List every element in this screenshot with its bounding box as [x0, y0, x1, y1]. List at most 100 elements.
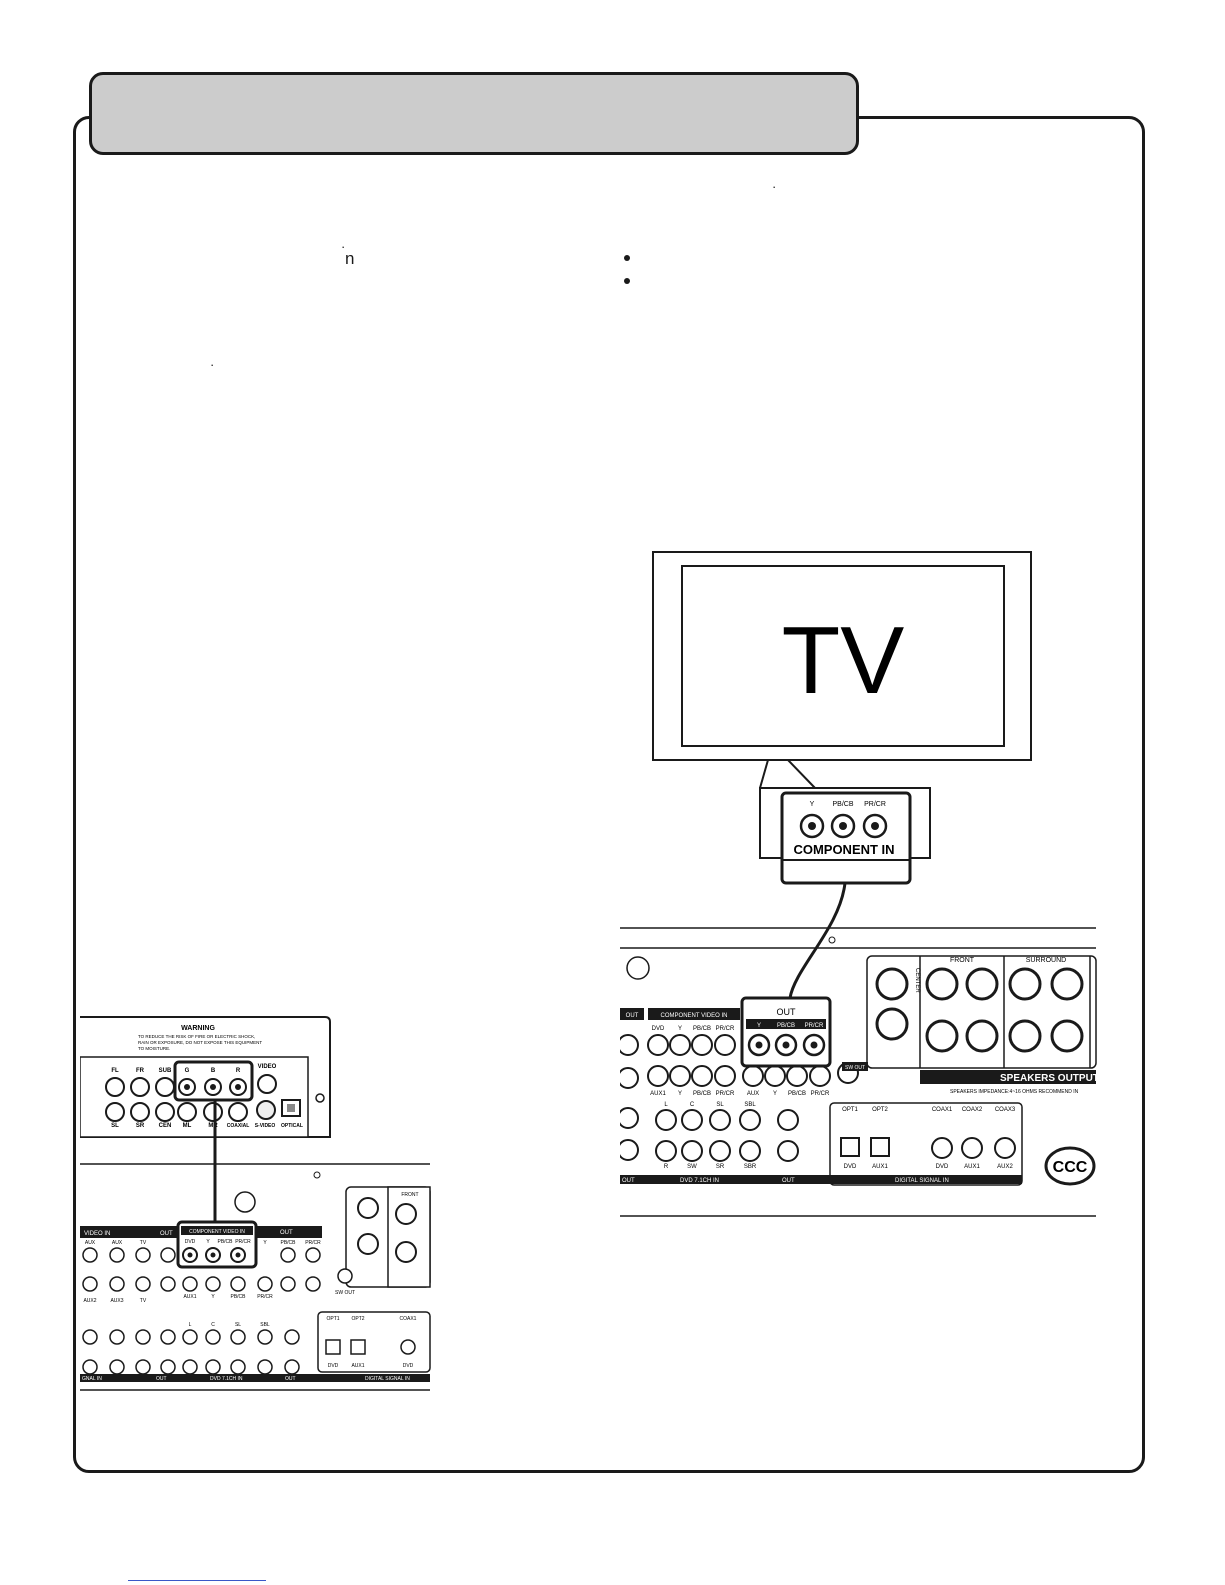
- bullet: [624, 278, 630, 284]
- jack-label: MR: [208, 1123, 218, 1129]
- jack-label: L: [664, 1102, 668, 1108]
- receiver-rear-panel: FRONT SURROUND CENTER SPEAKERS OUTPUT SP…: [620, 927, 1099, 1217]
- digital-label: AUX1: [964, 1164, 980, 1170]
- speakers-output-label: SPEAKERS OUTPUT: [1000, 1073, 1099, 1084]
- jack-label: PB/CB: [788, 1091, 806, 1097]
- digital-label: DVD: [844, 1164, 857, 1170]
- side-label: OUT: [626, 1013, 639, 1019]
- jack-label: OPTICAL: [281, 1123, 303, 1129]
- jack-label: VIDEO: [258, 1064, 277, 1070]
- digital-label: AUX2: [997, 1164, 1013, 1170]
- sw-out-label: SW OUT: [845, 1065, 865, 1071]
- jack-label: PB/CB: [777, 1023, 795, 1029]
- jack-label: AUX2: [83, 1298, 96, 1304]
- jack-label: SL: [235, 1322, 241, 1328]
- front-label: FRONT: [401, 1192, 418, 1198]
- jack-label: ML: [183, 1123, 192, 1129]
- jack-label: G: [185, 1068, 190, 1074]
- component-cable: [788, 882, 847, 999]
- digital-label: AUX1: [872, 1164, 888, 1170]
- jack-label: Y: [678, 1026, 682, 1032]
- digital-label: OPT2: [351, 1316, 364, 1322]
- stray-letter-n: n: [345, 249, 355, 268]
- jack-label: B: [211, 1068, 216, 1074]
- digital-label: DVD: [403, 1363, 414, 1369]
- jack-label: FL: [111, 1068, 119, 1074]
- digital-label: COAX1: [932, 1107, 953, 1113]
- section-header-tab: [89, 72, 859, 155]
- source-device-panel: WARNING TO REDUCE THE RISK OF FIRE OR EL…: [80, 1016, 331, 1138]
- band-label: DIGITAL SIGNAL IN: [365, 1376, 410, 1382]
- jack-label: Y: [810, 801, 815, 808]
- warning-line: TO MOISTURE.: [138, 1046, 170, 1051]
- band-label: DVD 7.1CH IN: [210, 1376, 243, 1382]
- jack-label: PR/CR: [716, 1091, 735, 1097]
- jack-label: Y: [678, 1091, 682, 1097]
- footer-link-underline[interactable]: [128, 1580, 266, 1581]
- jack-label: PR/CR: [864, 801, 886, 808]
- jack-label: S-VIDEO: [255, 1123, 276, 1129]
- warning-line: RAIN OR EXPOSURE, DO NOT EXPOSE THIS EQU…: [138, 1040, 262, 1045]
- jack-label: L: [189, 1322, 192, 1328]
- warning-line: TO REDUCE THE RISK OF FIRE OR ELECTRIC S…: [138, 1034, 255, 1039]
- jack-label: PR/CR: [716, 1026, 735, 1032]
- warning-title: WARNING: [181, 1025, 215, 1032]
- jack-label: DVD: [652, 1026, 665, 1032]
- jack-label: SR: [716, 1164, 725, 1170]
- impedance-label: SPEAKERS IMPEDANCE:4~16 OHMS RECOMMEND I…: [950, 1089, 1079, 1095]
- digital-label: DVD: [328, 1363, 339, 1369]
- component-video-in-label: COMPONENT VIDEO IN: [189, 1229, 245, 1235]
- jack-label: PB/CB: [280, 1240, 296, 1246]
- band-label: OUT: [156, 1376, 167, 1382]
- digital-label: COAX2: [962, 1107, 983, 1113]
- digital-label: OPT1: [842, 1107, 858, 1113]
- digital-label: OPT1: [326, 1316, 339, 1322]
- jack-label: DVD: [185, 1239, 196, 1245]
- digital-label: AUX1: [351, 1363, 364, 1369]
- jack-label: SW OUT: [335, 1290, 355, 1296]
- jack-label: PB/CB: [217, 1239, 233, 1245]
- jack-label: Y: [757, 1023, 761, 1029]
- jack-label: COAXIAL: [227, 1123, 250, 1129]
- jack-label: SL: [716, 1102, 724, 1108]
- stray-mark: ·: [341, 239, 346, 254]
- jack-label: SBL: [260, 1322, 270, 1328]
- band-label: DIGITAL SIGNAL IN: [895, 1178, 949, 1184]
- jack-label: SR: [136, 1123, 145, 1129]
- jack-label: PR/CR: [257, 1294, 273, 1300]
- band-label: DVD 7.1CH IN: [680, 1178, 719, 1184]
- jack-label: PB/CB: [832, 801, 853, 808]
- section-label: VIDEO IN: [84, 1231, 110, 1237]
- band-label: OUT: [622, 1178, 635, 1184]
- brand-logo-icon: [234, 1191, 256, 1213]
- section-label: OUT: [280, 1230, 293, 1236]
- jack-label: PR/CR: [805, 1023, 824, 1029]
- jack-label: TV: [140, 1240, 147, 1246]
- out-title: OUT: [777, 1007, 797, 1017]
- front-label: FRONT: [950, 957, 975, 964]
- jack-label: AUX: [112, 1240, 123, 1246]
- jack-label: Y: [773, 1091, 777, 1097]
- band-label: OUT: [782, 1178, 795, 1184]
- tv-label: TV: [782, 607, 905, 714]
- jack-label: PR/CR: [235, 1239, 251, 1245]
- section-label: OUT: [160, 1231, 173, 1237]
- jack-label: PB/CB: [230, 1294, 246, 1300]
- stray-mark: ·: [772, 179, 777, 194]
- jack-label: Y: [211, 1294, 215, 1300]
- receiver-rear-panel: FRONT VIDEO IN OUT OUT AUX AUX TV Y: [80, 1163, 431, 1391]
- jack-label: FR: [136, 1068, 145, 1074]
- jack-label: PB/CB: [693, 1091, 711, 1097]
- jack-label: R: [236, 1068, 241, 1074]
- band-label: GNAL IN: [82, 1376, 102, 1382]
- ccc-label: CCC: [1053, 1159, 1088, 1176]
- jack-label: CEN: [159, 1123, 172, 1129]
- bullet: [624, 255, 630, 261]
- jack-label: TV: [140, 1298, 147, 1304]
- jack-label: C: [211, 1322, 215, 1328]
- jack-label: AUX3: [110, 1298, 123, 1304]
- right-connection-diagram: TV Y PB/CB PR/CR COMPONENT IN FRONT SU: [620, 551, 1099, 1217]
- tv-component-in: Y PB/CB PR/CR COMPONENT IN: [780, 791, 912, 885]
- jack-label: AUX: [85, 1240, 96, 1246]
- jack-label: Y: [206, 1239, 210, 1245]
